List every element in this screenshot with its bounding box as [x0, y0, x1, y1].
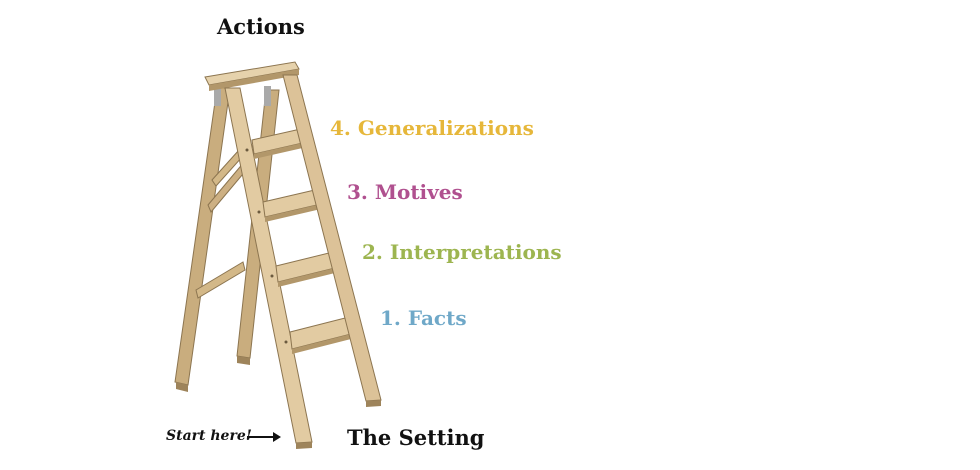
step-label-3: 3. Motives	[347, 180, 463, 204]
step-label-4: 4. Generalizations	[330, 116, 534, 140]
top-label: Actions	[217, 14, 305, 39]
start-here-label: Start here!	[166, 428, 252, 444]
step-label-1: 1. Facts	[380, 306, 467, 330]
bottom-label: The Setting	[347, 425, 485, 450]
right-arrow-icon	[247, 432, 281, 442]
step-label-2: 2. Interpretations	[362, 240, 562, 264]
